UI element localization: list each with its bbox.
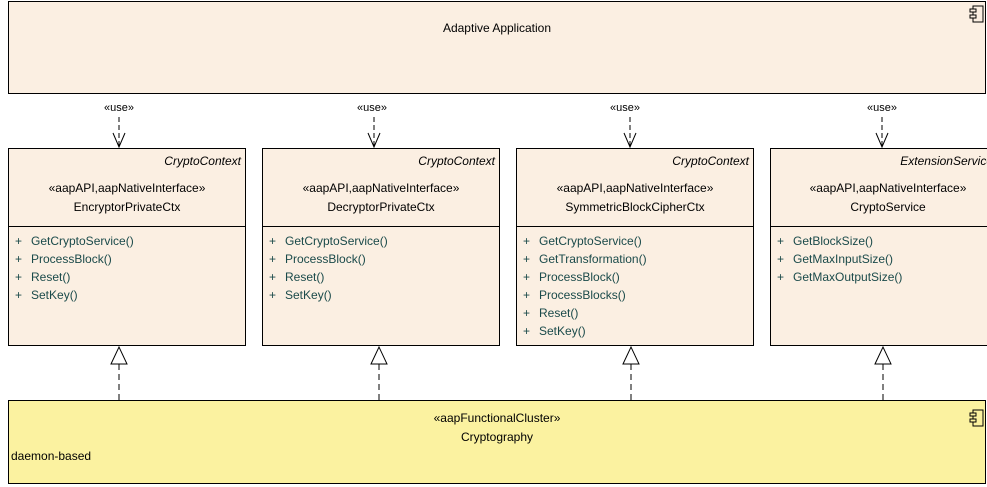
interface-stereotype: «aapAPI,aapNativeInterface» bbox=[809, 181, 967, 195]
operation: +GetTransformation() bbox=[523, 252, 647, 266]
cluster-stereotype: «aapFunctionalCluster» bbox=[433, 411, 561, 425]
operation: +Reset() bbox=[523, 306, 579, 320]
cryptography-functional-cluster[interactable]: «aapFunctionalCluster» Cryptography daem… bbox=[8, 400, 986, 484]
operations-list: +GetCryptoService() +ProcessBlock() +Res… bbox=[269, 232, 388, 304]
interface-encryptor-private-ctx[interactable]: CryptoContext «aapAPI,aapNativeInterface… bbox=[8, 148, 246, 346]
operation: +Reset() bbox=[269, 270, 325, 284]
operation: +ProcessBlocks() bbox=[523, 288, 626, 302]
operations-list: +GetCryptoService() +GetTransformation()… bbox=[523, 232, 647, 340]
compartment-divider bbox=[771, 226, 987, 227]
operations-list: +GetCryptoService() +ProcessBlock() +Res… bbox=[15, 232, 134, 304]
use-label-1: «use» bbox=[104, 102, 134, 114]
operation: +GetMaxInputSize() bbox=[777, 252, 894, 266]
operation: +ProcessBlock() bbox=[15, 252, 112, 266]
adaptive-application-component[interactable]: Adaptive Application bbox=[8, 1, 986, 94]
component-icon bbox=[969, 409, 984, 427]
cluster-property: daemon-based bbox=[11, 449, 92, 463]
operation: +ProcessBlock() bbox=[269, 252, 366, 266]
operations-list: +GetBlockSize() +GetMaxInputSize() +GetM… bbox=[777, 232, 902, 286]
operation: +GetCryptoService() bbox=[269, 234, 388, 248]
application-name: Adaptive Application bbox=[442, 21, 552, 35]
operation: +GetCryptoService() bbox=[523, 234, 642, 248]
operation: +GetMaxOutputSize() bbox=[777, 270, 903, 284]
interface-name: DecryptorPrivateCtx bbox=[327, 200, 435, 214]
compartment-divider bbox=[9, 226, 245, 227]
interface-crypto-service[interactable]: ExtensionService «aapAPI,aapNativeInterf… bbox=[770, 148, 987, 346]
component-icon bbox=[969, 5, 984, 23]
use-label-4: «use» bbox=[867, 102, 897, 114]
interface-decryptor-private-ctx[interactable]: CryptoContext «aapAPI,aapNativeInterface… bbox=[262, 148, 500, 346]
operation: +Reset() bbox=[15, 270, 71, 284]
use-label-2: «use» bbox=[357, 102, 387, 114]
operation: +GetCryptoService() bbox=[15, 234, 134, 248]
operation: +SetKey() bbox=[269, 288, 332, 302]
interface-superclass: CryptoContext bbox=[672, 154, 749, 168]
interface-name: SymmetricBlockCipherCtx bbox=[565, 200, 705, 214]
use-label-3: «use» bbox=[610, 102, 640, 114]
interface-stereotype: «aapAPI,aapNativeInterface» bbox=[302, 181, 460, 195]
interface-superclass: CryptoContext bbox=[418, 154, 495, 168]
compartment-divider bbox=[517, 226, 753, 227]
cluster-name: Cryptography bbox=[460, 430, 534, 444]
interface-name: CryptoService bbox=[850, 200, 926, 214]
interface-stereotype: «aapAPI,aapNativeInterface» bbox=[556, 181, 714, 195]
interface-symmetric-block-cipher-ctx[interactable]: CryptoContext «aapAPI,aapNativeInterface… bbox=[516, 148, 754, 346]
interface-name: EncryptorPrivateCtx bbox=[73, 200, 181, 214]
interface-superclass: ExtensionService bbox=[900, 154, 987, 168]
operation: +ProcessBlock() bbox=[523, 270, 620, 284]
operation: +GetBlockSize() bbox=[777, 234, 874, 248]
interface-stereotype: «aapAPI,aapNativeInterface» bbox=[48, 181, 206, 195]
operation: +SetKey() bbox=[15, 288, 78, 302]
operation: +SetKey() bbox=[523, 324, 586, 338]
interface-superclass: CryptoContext bbox=[164, 154, 241, 168]
compartment-divider bbox=[263, 226, 499, 227]
